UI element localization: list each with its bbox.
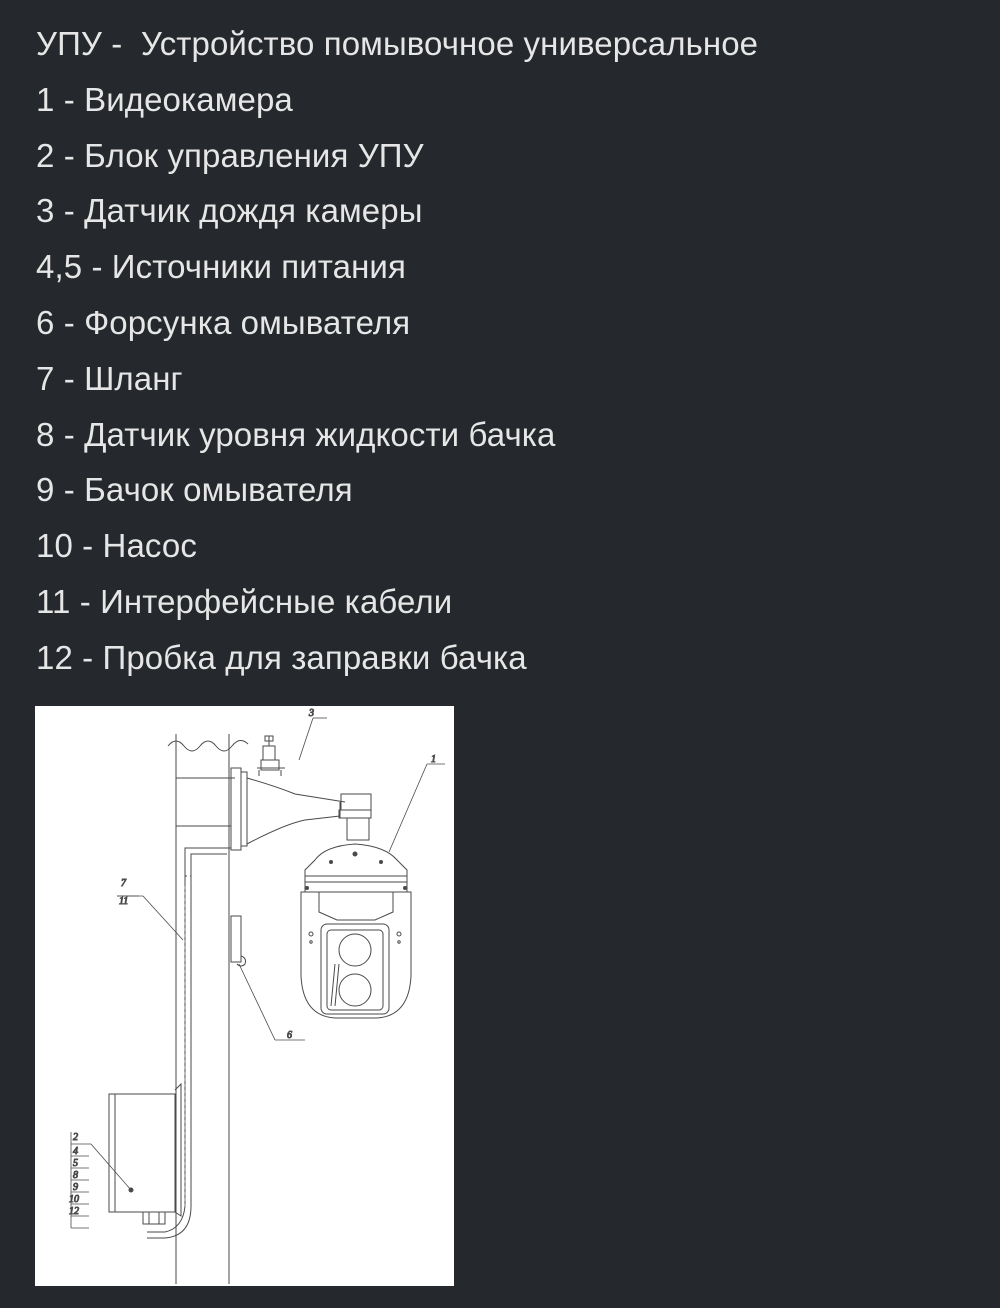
- legend-item-11: 11 - Интерфейсные кабели: [36, 582, 453, 620]
- legend-item-6: 6 - Форсунка омывателя: [36, 303, 411, 341]
- callout-3: 3: [308, 708, 314, 719]
- hose: [147, 847, 231, 1239]
- technical-drawing: 3 1 6 7 11 2 4 5 8 9 10 12: [35, 706, 454, 1286]
- pole: [167, 734, 249, 1284]
- camera-housing: [300, 843, 412, 1019]
- drawing-svg: 3 1 6 7 11 2 4 5 8 9 10 12: [69, 708, 445, 1284]
- legend-item-3: 3 - Датчик дождя камеры: [36, 192, 423, 230]
- callout-9: 9: [73, 1182, 78, 1193]
- washer-nozzle: [230, 915, 246, 967]
- legend-item-9: 9 - Бачок омывателя: [36, 471, 353, 509]
- callout-4: 4: [73, 1146, 78, 1157]
- mount-plate: [230, 767, 248, 851]
- callout-11: 11: [119, 896, 128, 907]
- legend-item-12: 12 - Пробка для заправки бачка: [36, 638, 527, 676]
- control-unit: [108, 1082, 182, 1225]
- callout-10: 10: [69, 1194, 79, 1205]
- legend-item-4-5: 4,5 - Источники питания: [36, 248, 406, 286]
- callout-7: 7: [121, 878, 127, 889]
- callout-2: 2: [73, 1132, 78, 1143]
- rain-sensor: [257, 735, 285, 776]
- legend-item-2: 2 - Блок управления УПУ: [36, 136, 424, 174]
- callout-8: 8: [73, 1170, 78, 1181]
- legend-title: УПУ - Устройство помывочное универсально…: [36, 25, 759, 62]
- legend-list: УПУ - Устройство помывочное универсально…: [36, 16, 758, 686]
- legend-item-8: 8 - Датчик уровня жидкости бачка: [36, 415, 556, 453]
- legend-item-10: 10 - Насос: [36, 527, 197, 565]
- legend-item-1: 1 - Видеокамера: [36, 80, 293, 118]
- bracket-arm: [246, 777, 372, 846]
- callout-5: 5: [73, 1158, 78, 1169]
- legend-item-7: 7 - Шланг: [36, 359, 183, 397]
- callout-6: 6: [287, 1030, 292, 1041]
- callout-12: 12: [69, 1206, 79, 1217]
- callout-1: 1: [431, 754, 436, 765]
